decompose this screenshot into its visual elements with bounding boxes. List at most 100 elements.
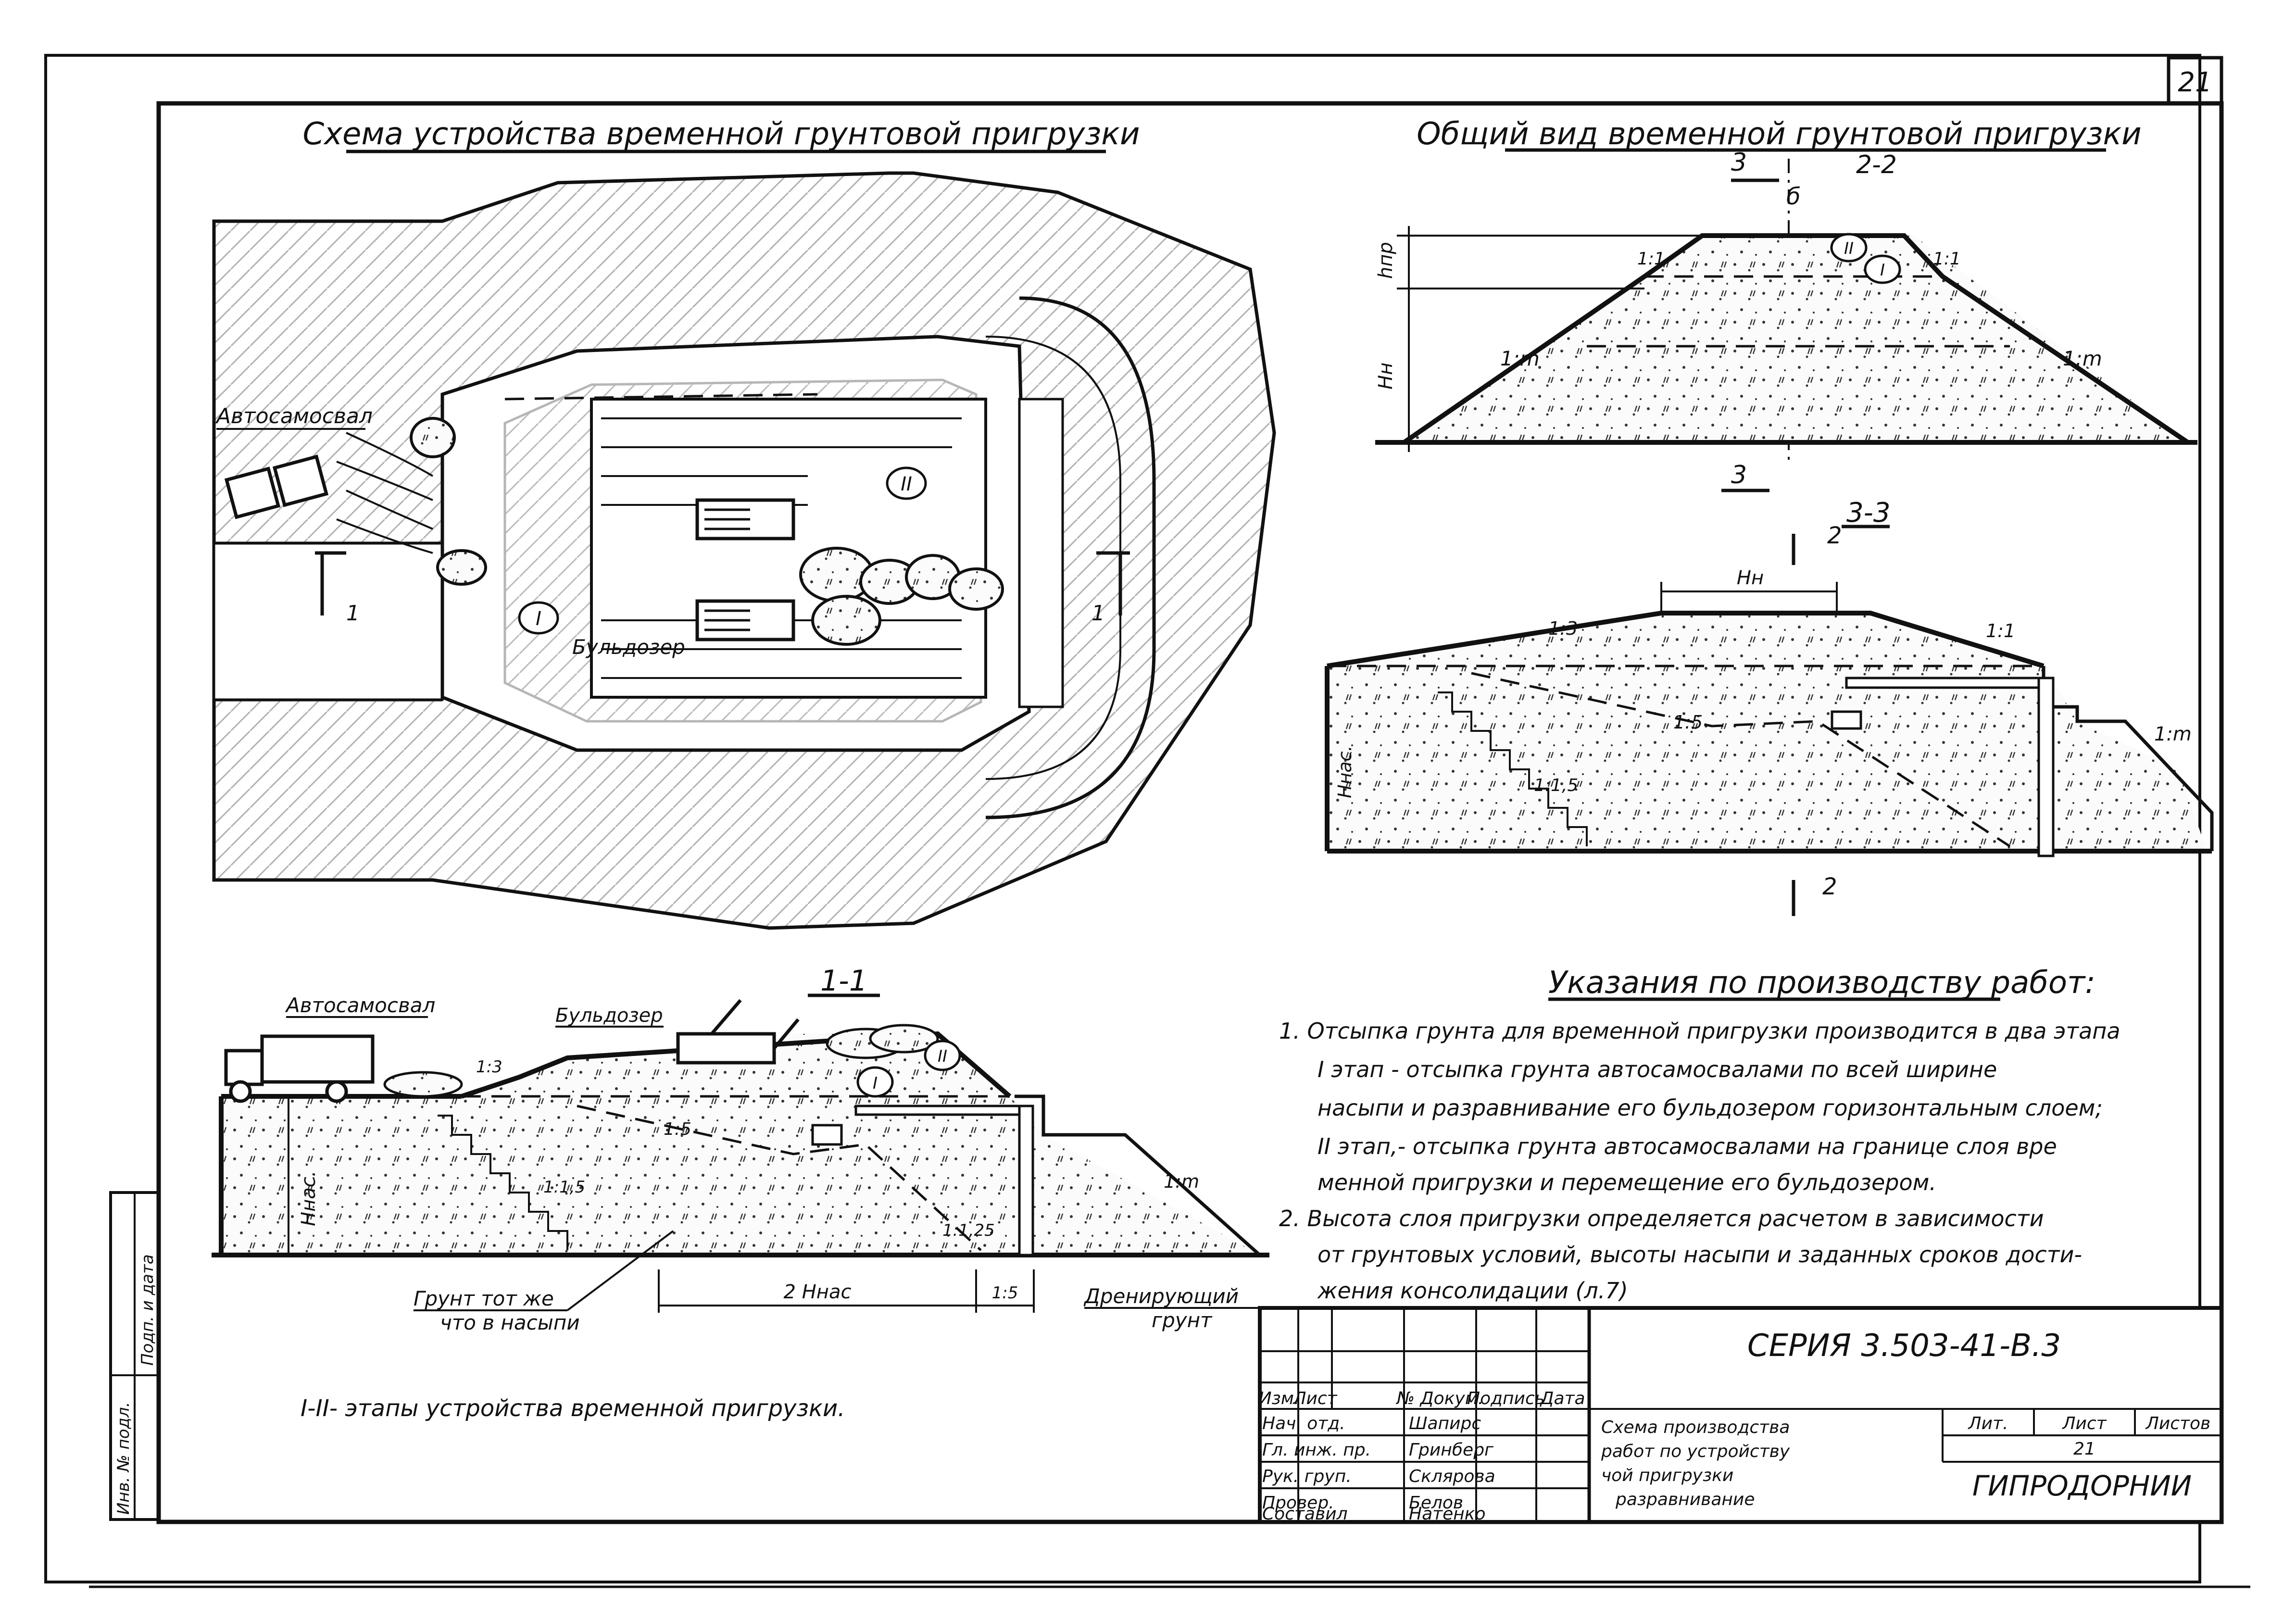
plan-section-mark-right: 1 bbox=[1092, 551, 1130, 626]
stages-caption: I-II- этапы устройства временной пригруз… bbox=[301, 1395, 845, 1422]
section-1-1-drain-label-2: грунт bbox=[1152, 1308, 1213, 1332]
title-block-header-date: Дата bbox=[1539, 1389, 1585, 1408]
title-block-role-3: Рук. груп. bbox=[1262, 1467, 1352, 1486]
page-number-box bbox=[2167, 56, 2223, 105]
svg-text:I: I bbox=[1880, 261, 1885, 280]
section-3-3-cut-bottom: 2 bbox=[1822, 873, 1837, 900]
plan-truck-label: Автосамосвал bbox=[215, 404, 373, 428]
svg-text:1: 1 bbox=[346, 601, 360, 626]
general-view-cut-top: 3 bbox=[1731, 148, 1747, 177]
section-1-1-title: 1-1 bbox=[820, 964, 867, 998]
section-bulldozer-icon bbox=[676, 999, 800, 1065]
section-3-3-slope-115: 1:1,5 bbox=[1534, 776, 1578, 795]
plan-bulldozer-label: Бульдозер bbox=[572, 635, 685, 659]
general-view-title: Общий вид временной грунтовой пригрузки bbox=[1417, 116, 2141, 152]
title-block-header-izm: Изм. bbox=[1259, 1389, 1300, 1408]
instructions-line-4: II этап,- отсыпка грунта автосамосвалами… bbox=[1317, 1133, 2057, 1159]
instructions-line-5: менной пригрузки и перемещение его бульд… bbox=[1317, 1169, 1936, 1195]
plan-title: Схема устройства временной грунтовой при… bbox=[302, 116, 1140, 152]
instructions-line-8: жения консолидации (л.7) bbox=[1317, 1278, 1628, 1304]
section-3-3-slope-m: 1:m bbox=[2154, 723, 2192, 745]
svg-text:II: II bbox=[938, 1047, 947, 1066]
plan-view: Схема устройства временной грунтовой при… bbox=[212, 116, 1276, 930]
svg-text:1: 1 bbox=[1092, 601, 1105, 626]
section-1-1-slope-15: 1:5 bbox=[664, 1119, 691, 1139]
svg-text:II: II bbox=[1844, 239, 1854, 258]
page-number: 21 bbox=[2178, 67, 2212, 98]
side-stamp-sign: Подп. и дата bbox=[138, 1254, 157, 1366]
title-block-role-1: Нач. отд. bbox=[1262, 1414, 1345, 1433]
general-view-slope-top-right: 1:1 bbox=[1933, 249, 1961, 269]
plan-bulldozer-icon bbox=[695, 498, 795, 641]
section-stage-one: I bbox=[856, 1066, 894, 1098]
section-3-3: 3-3 2 Hн Hнас. 1:3 1:1 1:5 1:1,5 1:m 2 bbox=[1325, 497, 2214, 916]
instructions-title: Указания по производству работ: bbox=[1548, 965, 2095, 1001]
title-block-name-3: Склярова bbox=[1409, 1467, 1495, 1486]
general-view-slope-right: 1:m bbox=[2063, 347, 2102, 370]
plan-stage-two-marker: II bbox=[886, 466, 927, 500]
title-block-stage-col: Лит. bbox=[1968, 1414, 2008, 1433]
section-3-3-title: 3-3 bbox=[1846, 497, 1890, 528]
general-view-slope-left: 1:m bbox=[1500, 347, 1540, 370]
title-block-description-1: Схема производства bbox=[1601, 1418, 1790, 1437]
general-view-dim-hn: Hн bbox=[1375, 363, 1397, 389]
plan-section-mark-left: 1 bbox=[315, 551, 360, 626]
title-block-header-sign: Подпись bbox=[1467, 1389, 1545, 1408]
title-block-role-4: Провер. bbox=[1262, 1493, 1334, 1513]
title-block-role-5: Составил bbox=[1262, 1504, 1348, 1524]
section-3-3-slope-13: 1:3 bbox=[1548, 618, 1578, 639]
title-block-sheet-value: 21 bbox=[2073, 1439, 2095, 1459]
plan-truck-icon bbox=[224, 454, 329, 519]
svg-text:II: II bbox=[901, 473, 912, 495]
section-3-3-dim-hn: Hн bbox=[1737, 567, 1764, 589]
inner-frame bbox=[156, 101, 2224, 1524]
title-block-description-4: разравнивание bbox=[1615, 1490, 1755, 1509]
section-1-1-dim-hnas: Hнас. bbox=[298, 1171, 320, 1226]
general-view-dim-hpr: hпр bbox=[1375, 242, 1397, 279]
side-stamp-inv: Инв. № подл. bbox=[114, 1402, 133, 1515]
section-1-1: 1-1 Автосамосвал Бульдозер bbox=[212, 964, 1279, 1334]
section-1-1-drain-label-1: Дренирующий bbox=[1083, 1284, 1239, 1308]
section-1-1-slope-115: 1:1,5 bbox=[543, 1178, 585, 1197]
side-stamp: Инв. № подл. Подп. и дата bbox=[109, 1191, 160, 1521]
instructions-line-2: I этап - отсыпка грунта автосамосвалами … bbox=[1317, 1056, 1997, 1082]
section-3-3-cut-top: 2 bbox=[1827, 522, 1842, 549]
title-block-name-2: Гринберг bbox=[1409, 1440, 1494, 1460]
title-block-role-2: Гл. инж. пр. bbox=[1262, 1440, 1371, 1460]
title-block-sheets-col: Листов bbox=[2145, 1414, 2210, 1433]
title-block-header-doc: № Докум. bbox=[1396, 1389, 1484, 1408]
general-view-stage-one: I bbox=[1864, 254, 1901, 284]
instructions-line-3: насыпи и разравнивание его бульдозером г… bbox=[1317, 1095, 2103, 1121]
title-block-name-5: Натенко bbox=[1409, 1504, 1486, 1524]
title-block-description-2: работ по устройству bbox=[1601, 1442, 1790, 1461]
section-1-1-dim-2hnas: 2 Hнас bbox=[784, 1281, 852, 1303]
instructions: Указания по производству работ: 1. Отсып… bbox=[1279, 965, 2120, 1304]
section-1-1-dim-15: 1:5 bbox=[992, 1283, 1018, 1303]
title-block-sheet-col: Лист bbox=[2061, 1414, 2107, 1433]
section-1-1-soil-label-2: что в насыпи bbox=[440, 1311, 580, 1334]
general-view-section: 2-2 bbox=[1856, 151, 1897, 179]
general-view-stage-two: II bbox=[1830, 233, 1868, 263]
instructions-line-7: от грунтовых условий, высоты насыпи и за… bbox=[1317, 1242, 2082, 1268]
section-3-3-dim-hnas: Hнас. bbox=[1334, 745, 1355, 798]
title-block-header-list: Лист bbox=[1292, 1389, 1337, 1408]
section-1-1-slope-13: 1:3 bbox=[476, 1057, 502, 1077]
title-block-org: ГИПРОДОРНИИ bbox=[1972, 1469, 2192, 1502]
title-block: СЕРИЯ 3.503-41-В.3 Изм. Лист № Докум. По… bbox=[1258, 1306, 2223, 1524]
title-block-description-3: чой пригрузки bbox=[1601, 1466, 1733, 1485]
svg-text:I: I bbox=[536, 608, 541, 630]
title-block-name-1: Шапирс bbox=[1409, 1414, 1481, 1433]
section-1-1-slope-m: 1:m bbox=[1164, 1171, 1199, 1192]
section-bulldozer-label: Бульдозер bbox=[555, 1005, 663, 1027]
section-truck-label: Автосамосвал bbox=[285, 993, 435, 1017]
outer-frame bbox=[44, 54, 2201, 1583]
section-stage-two: II bbox=[924, 1040, 961, 1071]
general-view-cut-bottom: 3 bbox=[1731, 461, 1747, 490]
instructions-line-1: 1. Отсыпка грунта для временной пригрузк… bbox=[1279, 1018, 2120, 1044]
title-block-series: СЕРИЯ 3.503-41-В.3 bbox=[1747, 1328, 2061, 1364]
section-truck-icon bbox=[224, 1034, 375, 1103]
section-3-3-slope-15: 1:5 bbox=[1673, 712, 1703, 733]
title-block-name-4: Белов bbox=[1409, 1493, 1463, 1513]
general-view-slope-top-left: 1:1 bbox=[1637, 249, 1665, 269]
